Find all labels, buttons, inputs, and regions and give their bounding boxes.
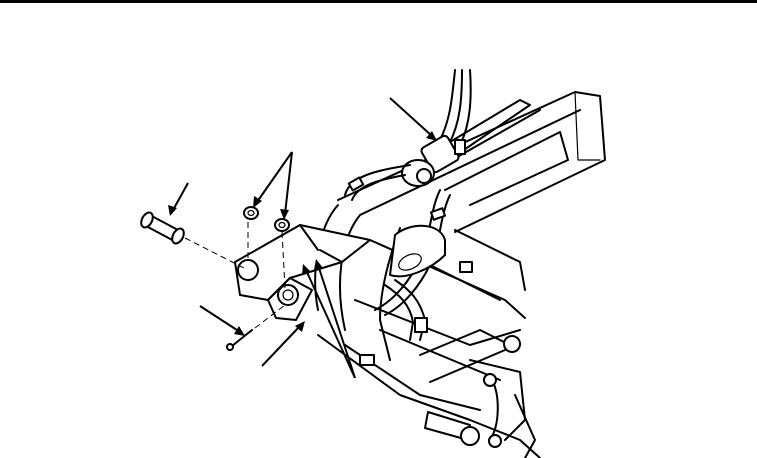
callout-bracket (261, 321, 305, 367)
callout-hose-fitting (389, 97, 437, 141)
washer-icon (243, 206, 290, 232)
cotter-pin-icon (226, 329, 253, 351)
link-plate (389, 224, 446, 278)
callout-lug (302, 259, 356, 379)
clamp-icon (347, 139, 473, 366)
pin-icon (140, 211, 185, 245)
callout-washers (253, 151, 293, 220)
assembly-lines (184, 222, 286, 329)
bracket-icon (234, 224, 371, 321)
header-rule (0, 0, 757, 3)
boom-arm-icon (314, 91, 606, 458)
callout-pin (168, 182, 189, 216)
callout-cotter-pin (199, 305, 245, 336)
